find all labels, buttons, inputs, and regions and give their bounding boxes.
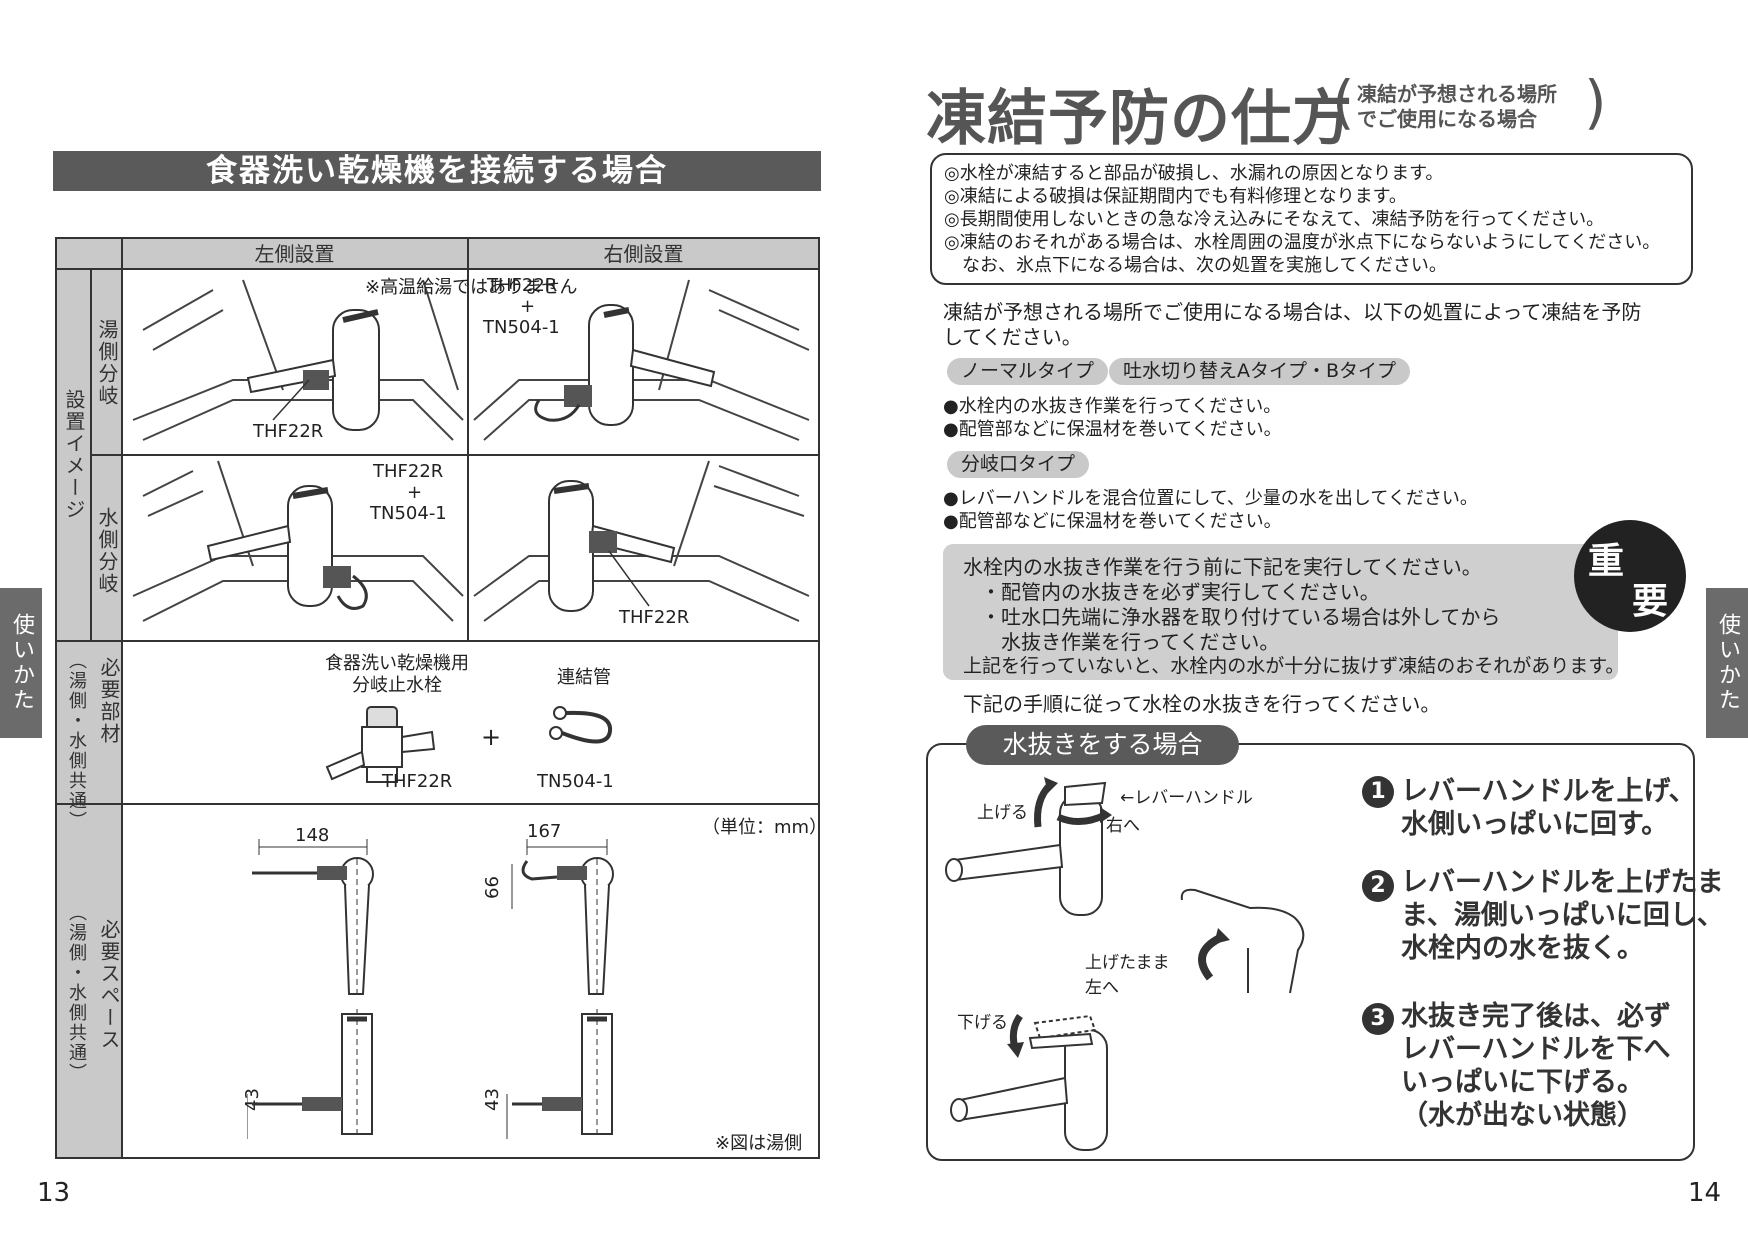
grid-line: [91, 454, 818, 456]
connecting-pipe-illustration: [542, 701, 622, 756]
type-pill-normal: ノーマルタイプ: [947, 358, 1109, 385]
cold-left-plus: +: [407, 482, 423, 503]
page-number-right: 14: [1688, 1178, 1722, 1208]
cold-left-label1: THF22R: [373, 461, 444, 482]
grid-line: [121, 239, 123, 1157]
parts-item1-title: 食器洗い乾燥機用 分岐止水栓: [325, 653, 469, 696]
label-lower: 下げる: [957, 1013, 1008, 1033]
note-line: ◎凍結のおそれがある場合は、水栓周囲の温度が氷点下にならないようにしてください。: [944, 232, 1661, 253]
note-not-hot: ※高温給湯ではありません: [365, 277, 578, 298]
col-header-bg: [122, 239, 818, 269]
parts-item1-code: THF22R: [382, 771, 453, 792]
note-line: ◎長期間使用しないときの急な冷え込みにそなえて、凍結予防を行ってください。: [944, 209, 1605, 230]
faucet-cold-right-illustration: [469, 456, 818, 640]
note-line: なお、氷点下になる場合は、次の処置を実施してください。: [944, 255, 1447, 276]
dimension-drawing-left: [247, 819, 397, 1149]
figure-note: ※図は湯側: [715, 1133, 803, 1154]
page-number-left: 13: [37, 1178, 71, 1208]
important-badge: 重 要: [1574, 520, 1686, 632]
dim-167: 167: [527, 821, 562, 842]
grid-line: [57, 268, 818, 270]
unit-label: （単位：mm）: [702, 817, 828, 838]
row-label-hot: 湯側分岐: [95, 319, 119, 407]
step-number-2: 2: [1362, 870, 1394, 902]
grid-line: [57, 640, 818, 642]
important-line: 水抜き作業を行ってください。: [981, 630, 1280, 654]
hot-left-label: THF22R: [253, 421, 324, 442]
row-sub-gray-2: [91, 641, 122, 1157]
parts-item2-code: TN504-1: [537, 771, 614, 792]
label-raise-left: 上げたまま 左へ: [1085, 953, 1170, 998]
paren-close: ): [1584, 68, 1607, 136]
intro-paragraph: 凍結が予想される場所でご使用になる場合は、以下の処置によって凍結を予防 してくだ…: [943, 300, 1642, 349]
hot-right-plus: +: [520, 296, 536, 317]
grid-line: [467, 239, 469, 641]
important-box: [943, 544, 1618, 680]
cold-right-label: THF22R: [619, 607, 690, 628]
hot-right-label1: THF22R: [487, 275, 558, 296]
important-line: ・配管内の水抜きを必ず実行してください。: [981, 580, 1380, 604]
grid-line: [57, 803, 818, 805]
bullet-item: ●配管部などに保温材を巻いてください。: [943, 419, 1282, 440]
row-group-gray: [57, 269, 91, 1157]
row-label-cold: 水側分岐: [95, 507, 119, 595]
row-label-space: 必要スペース: [97, 919, 121, 1051]
page-title: 凍結予防の仕方: [926, 84, 1353, 154]
type-pill-switch: 吐水切り替えAタイプ・Bタイプ: [1109, 358, 1411, 385]
important-line: 水栓内の水抜き作業を行う前に下記を実行してください。: [963, 555, 1482, 579]
row-label-parts: 必要部材: [97, 657, 121, 745]
label-lever: ←レバーハンドル: [1120, 788, 1253, 808]
lever-raise-illustration: [940, 775, 1130, 925]
dimension-drawing-right: [487, 819, 637, 1149]
label-right: 右へ: [1106, 816, 1140, 836]
step-1-text: レバーハンドルを上げ、 水側いっぱいに回す。: [1401, 776, 1696, 840]
step-2-text: レバーハンドルを上げたま ま、湯側いっぱいに回し、 水栓内の水を抜く。: [1401, 867, 1724, 964]
caution-notes-box: ◎水栓が凍結すると部品が破損し、水漏れの原因となります。 ◎凍結による破損は保証…: [930, 153, 1693, 285]
paren-open: (: [1332, 68, 1355, 136]
procedure-line: 下記の手順に従って水栓の水抜きを行ってください。: [963, 692, 1441, 716]
page-subtitle: 凍結が予想される場所 でご使用になる場合: [1357, 82, 1557, 131]
note-line: ◎凍結による破損は保証期間内でも有料修理となります。: [944, 186, 1407, 207]
type-pill-branch: 分岐口タイプ: [947, 451, 1090, 478]
section-title: 食器洗い乾燥機を接続する場合: [53, 151, 821, 191]
important-line: ・吐水口先端に浄水器を取り付けている場合は外してから: [981, 605, 1501, 629]
parts-plus: +: [481, 723, 502, 751]
note-line: ◎水栓が凍結すると部品が破損し、水漏れの原因となります。: [944, 163, 1444, 184]
row-label-space-sub: （湯側・水側共通）: [66, 903, 87, 1083]
faucet-cold-left-illustration: [123, 456, 467, 640]
bullet-item: ●水栓内の水抜き作業を行ってください。: [943, 396, 1282, 417]
side-tab-right: 使いかた: [1706, 588, 1748, 738]
side-tab-left: 使いかた: [0, 588, 42, 738]
grid-line: [90, 269, 92, 641]
step-number-1: 1: [1362, 776, 1394, 808]
col-header-right: 右側設置: [603, 242, 684, 266]
lever-rotate-illustration: [1170, 888, 1320, 998]
step-3-text: 水抜き完了後は、必ず レバーハンドルを下へ いっぱいに下げる。 （水が出ない状態…: [1401, 1001, 1671, 1131]
row-label-parts-sub: （湯側・水側共通）: [66, 651, 87, 831]
installation-table: 左側設置 右側設置 設置イメージ 湯側分岐 水側分岐 必要部材 （湯側・水側共通…: [55, 237, 827, 1159]
dim-148: 148: [295, 825, 330, 846]
label-raise: 上げる: [977, 803, 1028, 823]
faucet-hot-right-illustration: [469, 270, 818, 454]
col-header-left: 左側設置: [254, 242, 335, 266]
bullet-item: ●レバーハンドルを混合位置にして、少量の水を出してください。: [943, 488, 1478, 509]
stop-valve-illustration: [312, 697, 442, 787]
parts-item2-title: 連結管: [557, 667, 611, 688]
row-group-label: 設置イメージ: [62, 389, 86, 521]
corner-cell: [57, 239, 122, 269]
faucet-hot-left-illustration: [123, 270, 467, 454]
hot-right-label2: TN504-1: [483, 317, 560, 338]
steps-title: 水抜きをする場合: [966, 725, 1239, 765]
cold-left-label2: TN504-1: [370, 503, 447, 524]
steps-box: [926, 743, 1695, 1161]
step-number-3: 3: [1362, 1003, 1394, 1035]
lever-lower-illustration: [940, 1008, 1130, 1158]
important-line: 上記を行っていないと、水栓内の水が十分に抜けず凍結のおそれがあります。: [963, 655, 1625, 677]
bullet-item: ●配管部などに保温材を巻いてください。: [943, 511, 1282, 532]
